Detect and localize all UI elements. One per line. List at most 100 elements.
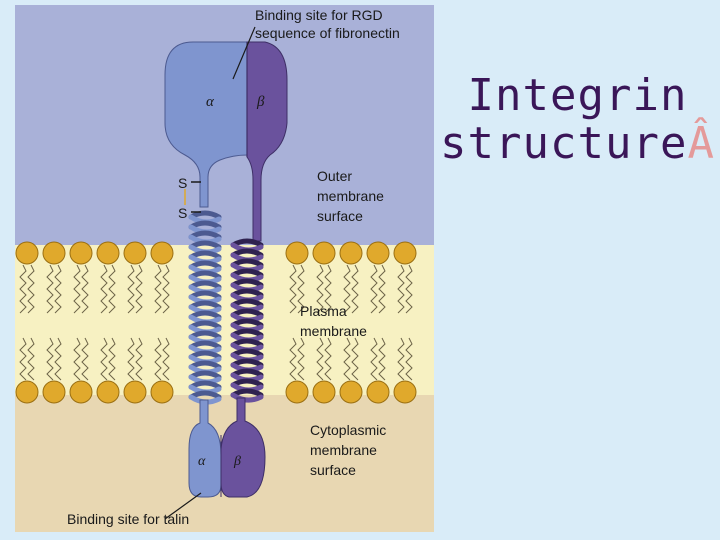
lipid-tail [73,264,81,314]
cytoplasmic-label-line2: membrane [310,442,377,458]
lipid-head [150,380,174,404]
lipid-head [339,380,363,404]
lipid-tail [27,337,35,381]
lipid-tail [343,264,351,314]
title-line-1: Integrin [467,70,688,121]
alpha-cytoplasmic-tail [188,399,222,498]
lipid-tail [135,264,143,314]
lipid-tail [127,264,135,314]
lipid-tail [154,337,162,381]
lipid-tail [100,264,108,314]
lipid-tail [343,337,351,381]
plasma-membrane-label-line2: membrane [300,323,367,339]
lipid-head [69,380,93,404]
lipid-head [285,241,309,265]
sulfur-label-bottom: S [178,205,187,221]
beta-tail-label: β [233,454,241,469]
lipid-tail [397,264,405,314]
helix-turn-front [230,392,264,403]
lipid-head [123,380,147,404]
lipid-tail [46,264,54,314]
lipid-tail [297,264,305,314]
lipid-head [312,241,336,265]
lipid-head [42,380,66,404]
lipid-tail [127,337,135,381]
lipid-tail [316,337,324,381]
outer-surface-label-line3: surface [317,208,363,224]
lipid-head [393,241,417,265]
alpha-head-label: α [206,94,215,110]
lipid-tail [46,337,54,381]
lipid-tail [324,264,332,314]
beta-head-label: β [256,94,265,110]
lipid-tail [162,337,170,381]
lipid-head [96,380,120,404]
lipid-tail [73,337,81,381]
lipid-tail [19,337,27,381]
lipid-tail [405,337,413,381]
beta-helix [230,238,264,403]
lipid-tail [108,264,116,314]
lipid-tail [135,337,143,381]
lipid-head [366,380,390,404]
lipid-tail [81,264,89,314]
cytoplasmic-label-line1: Cytoplasmic [310,422,386,438]
talin-label: Binding site for talin [67,511,189,527]
lipid-tail [108,337,116,381]
lipid-tail [378,264,386,314]
lipid-head [285,380,309,404]
beta-subunit-head [246,41,288,242]
lipid-tail [54,337,62,381]
outer-surface-label-line1: Outer [317,168,352,184]
lipid-tail [27,264,35,314]
lipid-heads [15,241,417,404]
lipid-head [123,241,147,265]
cytoplasmic-label-line3: surface [310,462,356,478]
lipid-tail [289,337,297,381]
rgd-label-line2: sequence of fibronectin [255,25,400,41]
plasma-membrane-label-line1: Plasma [300,303,347,319]
lipid-head [69,241,93,265]
lipid-tail [370,264,378,314]
lipid-tail [100,337,108,381]
alpha-tail-label: α [198,454,206,469]
lipid-tail [19,264,27,314]
lipid-tail [289,264,297,314]
lipid-tail [397,337,405,381]
lipid-head [312,380,336,404]
outer-surface-label-line2: membrane [317,188,384,204]
lipid-head [393,380,417,404]
lipid-tail [81,337,89,381]
lipid-head [96,241,120,265]
lipid-head [15,380,39,404]
title-glyph: Â [687,118,715,169]
lipid-head [150,241,174,265]
lipid-tail [370,337,378,381]
lipid-tail [162,264,170,314]
lipid-head [339,241,363,265]
talin-leader-line [164,492,202,520]
lipid-head [366,241,390,265]
lipid-tail [54,264,62,314]
alpha-subunit-head [164,41,248,208]
title-word-structure: structure [440,118,688,169]
lipid-tail [405,264,413,314]
lipid-tail [316,264,324,314]
lipid-tail [324,337,332,381]
membrane-region [15,245,434,395]
lipid-head [42,241,66,265]
rgd-label-line1: Binding site for RGD [255,7,383,23]
integrin-diagram: Binding site for RGD sequence of fibrone… [15,5,434,532]
sulfur-label-top: S [178,175,187,191]
lipid-tail [154,264,162,314]
slide-title: Integrin structureÂ [440,72,715,168]
lipid-head [15,241,39,265]
lipid-tail [378,337,386,381]
lipid-tail [351,264,359,314]
lipid-tail [297,337,305,381]
title-line-2: structureÂ [440,120,715,168]
beta-cytoplasmic-tail [220,397,266,498]
lipid-tails [19,264,413,381]
alpha-helix [188,210,222,405]
lipid-tail [351,337,359,381]
